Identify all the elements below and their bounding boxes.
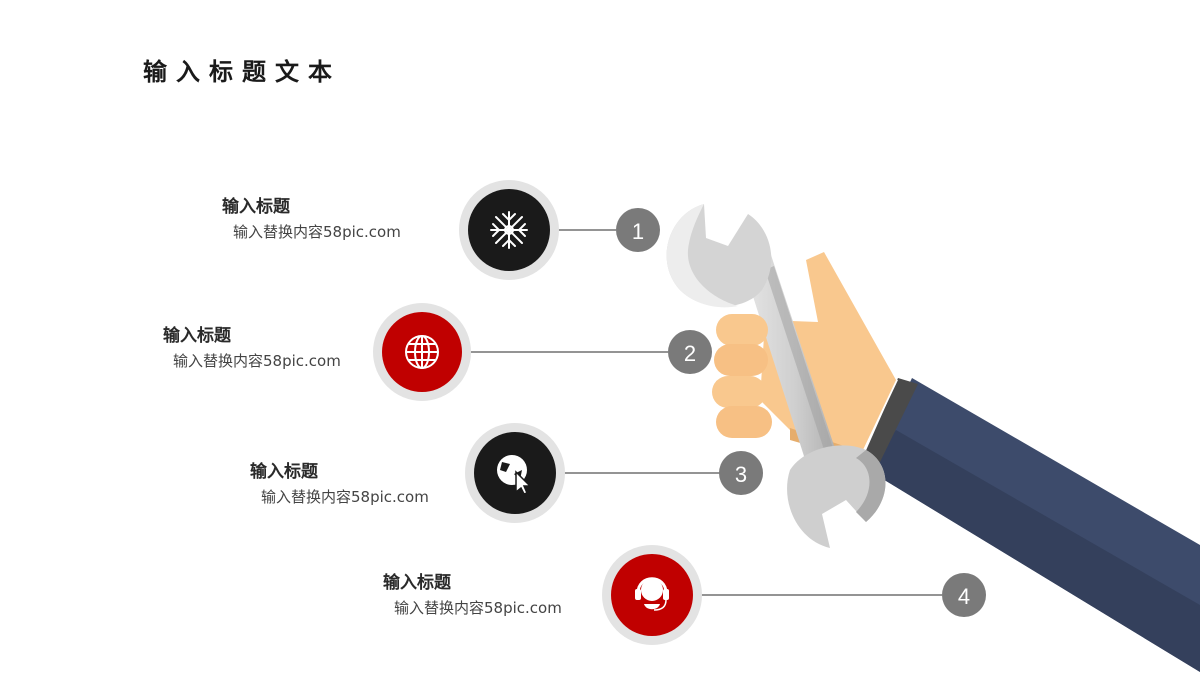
item-3-title: 输入标题 [250, 462, 318, 482]
item-1-title: 输入标题 [222, 197, 290, 217]
number-badge-3: 3 [719, 451, 763, 495]
arm-sleeve [850, 376, 1200, 672]
item-4-title: 输入标题 [383, 573, 451, 593]
page-title: 输入标题文本 [143, 58, 341, 86]
number-badge-4: 4 [942, 573, 986, 617]
fingers [712, 314, 772, 438]
item-4-desc: 输入替换内容58pic.com [394, 599, 562, 617]
item-2-title: 输入标题 [163, 326, 231, 346]
number-badge-1: 1 [616, 208, 660, 252]
snowflake-icon [490, 211, 528, 249]
globe-cursor-icon [497, 455, 532, 495]
number-badge-2: 2 [668, 330, 712, 374]
globe-icon [405, 335, 439, 369]
item-3-desc: 输入替换内容58pic.com [261, 488, 429, 506]
number-2: 2 [684, 341, 696, 366]
headset-icon [635, 577, 669, 611]
number-1: 1 [632, 219, 644, 244]
item-1-desc: 输入替换内容58pic.com [233, 223, 401, 241]
number-3: 3 [735, 462, 747, 487]
item-2-desc: 输入替换内容58pic.com [173, 352, 341, 370]
wrench [666, 204, 886, 548]
number-4: 4 [958, 584, 970, 609]
